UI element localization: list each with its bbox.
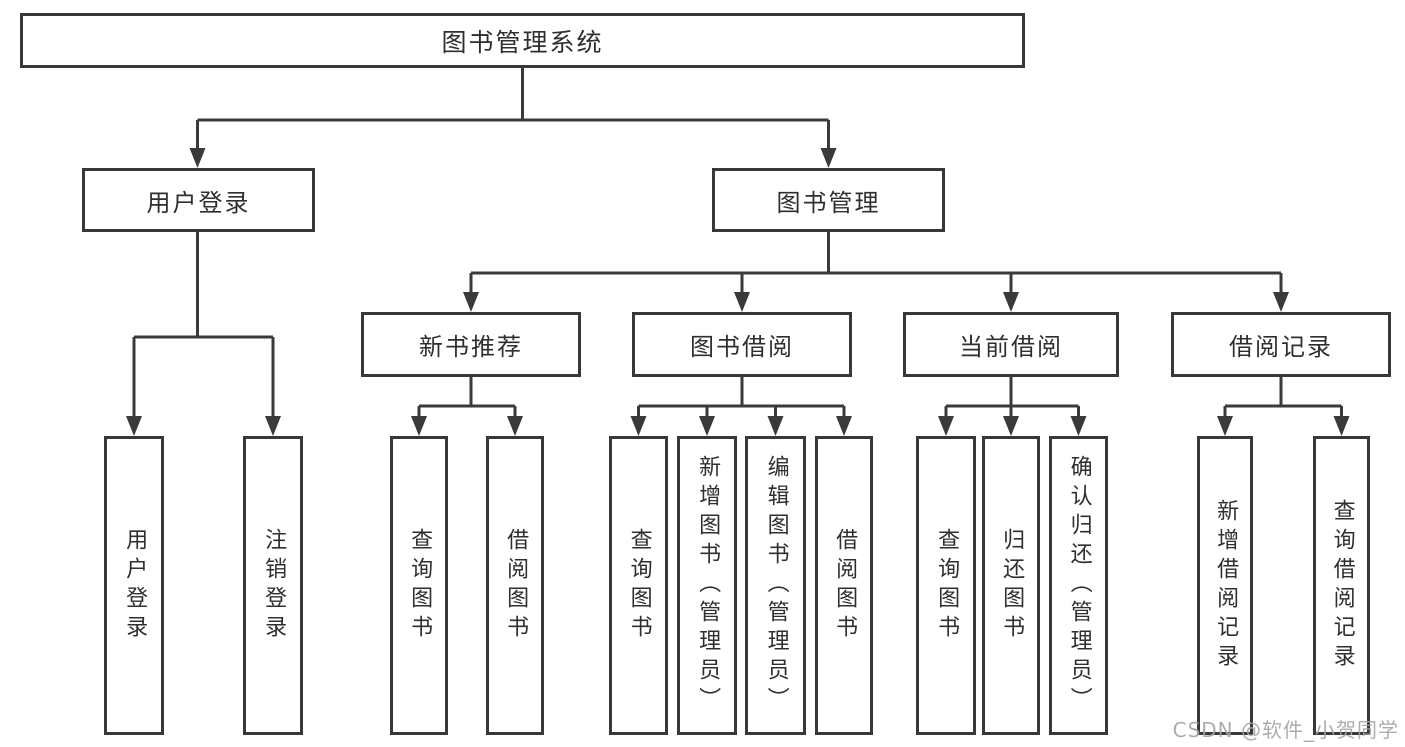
arrowhead-icon	[1273, 292, 1289, 312]
leaf-query-books-borrowing: 查询图书	[609, 436, 668, 735]
arrowhead-icon	[767, 416, 784, 436]
leaf-add-books-admin: 新增图书（管理员）	[677, 436, 737, 735]
node-borrow-records-label: 借阅记录	[1229, 333, 1333, 361]
leaf-return-books-label: 归还图书	[999, 527, 1025, 644]
leaf-user-login-label: 用户登录	[122, 527, 148, 644]
arrowhead-icon	[938, 416, 954, 436]
node-new-book-recommend: 新书推荐	[361, 312, 581, 377]
leaf-logout: 注销登录	[243, 436, 303, 735]
arrowhead-icon	[734, 292, 750, 312]
node-new-book-recommend-label: 新书推荐	[419, 333, 523, 361]
leaf-query-borrow-record-label: 查询借阅记录	[1329, 498, 1355, 673]
node-user-login-label: 用户登录	[146, 188, 251, 217]
leaf-edit-books-admin-label: 编辑图书（管理员）	[763, 455, 789, 716]
arrowhead-icon	[836, 416, 852, 436]
csdn-watermark: CSDN @软件_小贺同学	[1172, 718, 1399, 742]
connector-line	[132, 68, 1343, 419]
leaf-logout-label: 注销登录	[261, 527, 287, 644]
node-library-system-label: 图书管理系统	[441, 27, 604, 57]
node-borrow-records: 借阅记录	[1171, 312, 1391, 377]
leaf-edit-books-admin: 编辑图书（管理员）	[745, 436, 806, 735]
node-book-borrowing: 图书借阅	[632, 312, 852, 377]
arrowhead-icon	[1333, 416, 1350, 436]
leaf-query-books-recommend: 查询图书	[390, 436, 448, 735]
arrowhead-icon	[699, 416, 715, 436]
leaf-confirm-return-admin: 确认归还（管理员）	[1049, 436, 1108, 735]
node-current-borrowing: 当前借阅	[903, 312, 1119, 377]
arrowhead-icon	[463, 292, 479, 312]
node-book-management: 图书管理	[712, 168, 945, 232]
arrowhead-icon	[126, 416, 142, 436]
arrowhead-icon	[507, 416, 523, 436]
arrowhead-icon	[1003, 416, 1019, 436]
arrowhead-icon	[1217, 416, 1233, 436]
leaf-borrow-books-recommend: 借阅图书	[486, 436, 544, 735]
leaf-borrow-books-borrowing-label: 借阅图书	[832, 527, 858, 644]
node-current-borrowing-label: 当前借阅	[959, 333, 1063, 361]
leaf-add-books-admin-label: 新增图书（管理员）	[695, 455, 721, 716]
node-book-management-label: 图书管理	[776, 188, 881, 217]
leaf-query-books-borrowing-label: 查询图书	[626, 527, 652, 644]
leaf-confirm-return-admin-label: 确认归还（管理员）	[1066, 455, 1092, 716]
leaf-query-books-recommend-label: 查询图书	[407, 527, 433, 644]
arrowhead-icon	[411, 416, 427, 436]
leaf-return-books: 归还图书	[982, 436, 1040, 735]
arrowhead-icon	[820, 148, 837, 168]
leaf-add-borrow-record: 新增借阅记录	[1197, 436, 1253, 735]
leaf-add-borrow-record-label: 新增借阅记录	[1213, 498, 1239, 673]
leaf-borrow-books-borrowing: 借阅图书	[815, 436, 873, 735]
arrowhead-icon	[189, 148, 206, 168]
leaf-borrow-books-recommend-label: 借阅图书	[503, 527, 529, 644]
arrowhead-icon	[1070, 416, 1087, 436]
leaf-user-login: 用户登录	[104, 436, 164, 735]
arrowhead-icon	[265, 416, 281, 436]
node-library-system: 图书管理系统	[20, 13, 1025, 68]
arrowhead-icon	[630, 416, 647, 436]
node-user-login: 用户登录	[82, 168, 315, 232]
leaf-query-books-current-label: 查询图书	[934, 527, 960, 644]
leaf-query-books-current: 查询图书	[916, 436, 976, 735]
node-book-borrowing-label: 图书借阅	[690, 333, 794, 361]
leaf-query-borrow-record: 查询借阅记录	[1313, 436, 1370, 735]
arrowhead-icon	[1003, 292, 1019, 312]
